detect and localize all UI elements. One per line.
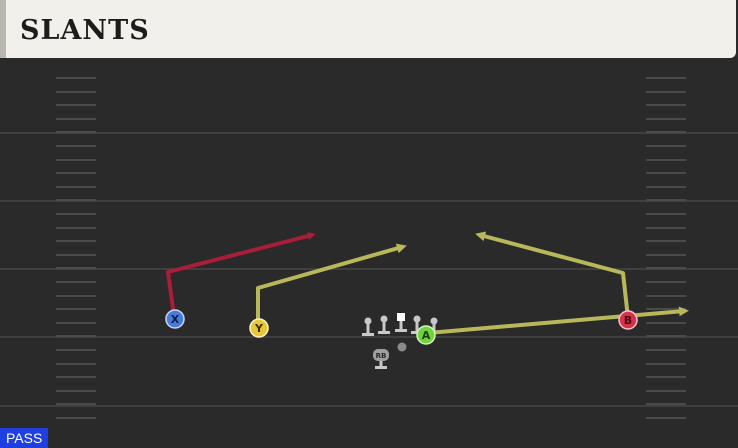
play-name-banner: SLANTS (0, 0, 736, 58)
hash-mark (56, 186, 96, 188)
receiver-a-label: A (422, 329, 431, 342)
banner-accent (0, 0, 6, 58)
hash-mark (56, 145, 96, 147)
hash-mark (56, 308, 96, 310)
hash-mark (646, 240, 686, 242)
hash-mark (56, 104, 96, 106)
hash-mark (646, 363, 686, 365)
yard-lines (0, 132, 738, 407)
yard-line (0, 268, 738, 270)
hash-mark (646, 390, 686, 392)
running-back-label: RB (376, 352, 387, 360)
hash-mark (646, 322, 686, 324)
hash-mark (646, 186, 686, 188)
center-icon (395, 313, 407, 332)
hash-mark (646, 91, 686, 93)
hash-mark (646, 77, 686, 79)
hash-mark (646, 145, 686, 147)
receiver-x[interactable]: X (165, 309, 185, 329)
receiver-y-label: Y (254, 322, 264, 335)
hash-mark (56, 281, 96, 283)
hash-mark (646, 308, 686, 310)
receiver-y[interactable]: Y (249, 318, 269, 338)
hash-marks-right (646, 77, 686, 419)
lineman-icon (430, 317, 438, 334)
hash-mark (646, 104, 686, 106)
receiver-x-label: X (171, 313, 180, 326)
running-back-icon: RB (373, 349, 389, 369)
hash-mark (56, 349, 96, 351)
hash-mark (56, 118, 96, 120)
hash-mark (646, 376, 686, 378)
hash-mark (646, 118, 686, 120)
hash-mark (56, 403, 96, 405)
hash-mark (646, 172, 686, 174)
yard-line (0, 200, 738, 202)
route-y-slant (256, 243, 407, 326)
hash-mark (56, 335, 96, 337)
hash-mark (646, 159, 686, 161)
hash-mark (56, 240, 96, 242)
route-x-slant (166, 232, 316, 317)
quarterback-marker (397, 342, 407, 352)
receiver-b[interactable]: B (618, 310, 638, 330)
route-b-slant (475, 231, 630, 319)
lineman-icon (362, 317, 374, 336)
hash-mark (646, 281, 686, 283)
hash-mark (56, 417, 96, 419)
hash-mark (646, 403, 686, 405)
hash-mark (646, 213, 686, 215)
hash-mark (646, 417, 686, 419)
hash-mark (56, 77, 96, 79)
hash-mark (56, 267, 96, 269)
hash-marks-left (56, 77, 96, 419)
lineman-icon (378, 315, 390, 334)
route-a-flat (427, 306, 689, 335)
yard-line (0, 405, 738, 407)
hash-mark (56, 254, 96, 256)
hash-mark (56, 363, 96, 365)
hash-mark (56, 295, 96, 297)
hash-mark (56, 199, 96, 201)
hash-mark (56, 213, 96, 215)
hash-mark (56, 322, 96, 324)
hash-mark (646, 227, 686, 229)
hash-mark (646, 131, 686, 133)
hash-mark (56, 159, 96, 161)
receiver-b-label: B (624, 314, 632, 327)
offensive-line (362, 313, 438, 336)
hash-mark (646, 349, 686, 351)
hash-mark (646, 199, 686, 201)
play-type-badge: PASS (0, 428, 49, 448)
hash-mark (56, 172, 96, 174)
hash-mark (646, 295, 686, 297)
hash-mark (646, 267, 686, 269)
hash-mark (56, 390, 96, 392)
hash-mark (56, 91, 96, 93)
play-title: SLANTS (20, 15, 150, 46)
hash-mark (646, 254, 686, 256)
receiver-a[interactable]: A (416, 325, 436, 345)
hash-mark (56, 376, 96, 378)
hash-mark (56, 131, 96, 133)
yard-line (0, 336, 738, 338)
yard-line (0, 132, 738, 134)
hash-mark (56, 227, 96, 229)
hash-mark (646, 335, 686, 337)
